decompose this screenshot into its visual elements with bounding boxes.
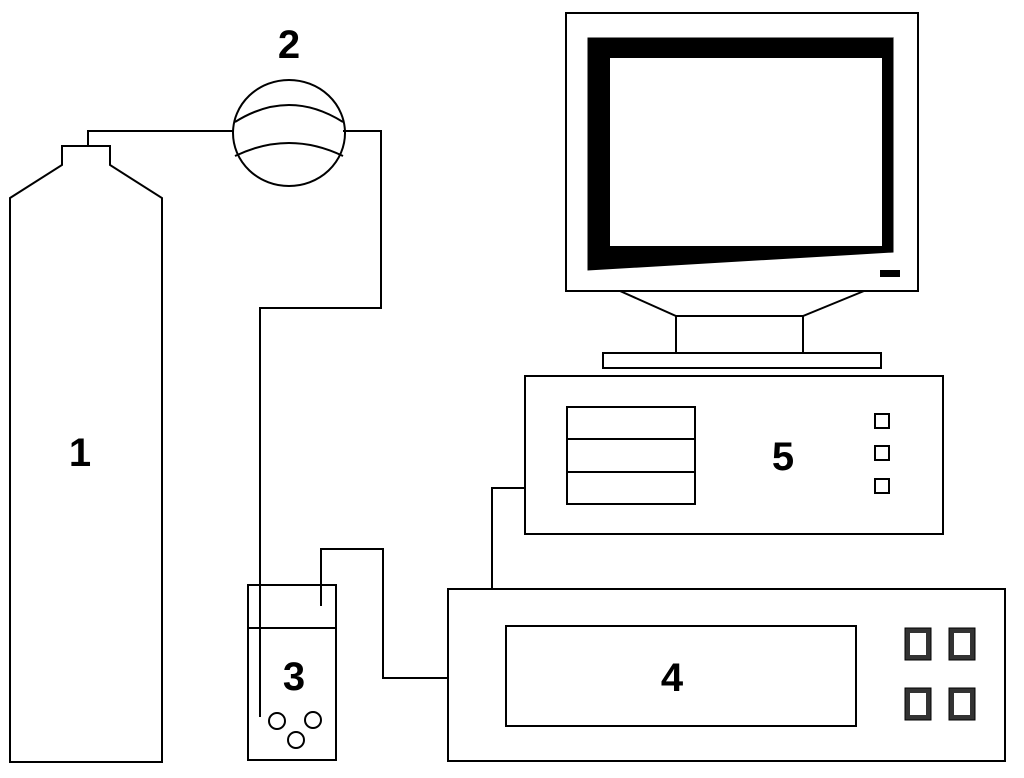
bubble xyxy=(304,711,322,729)
label-controller: 5 xyxy=(772,435,794,479)
label-cylinder: 1 xyxy=(69,431,91,475)
bubble xyxy=(287,731,305,749)
drive-bay xyxy=(566,471,696,505)
square-button-icon xyxy=(874,413,890,429)
flowmeter: 2 xyxy=(232,23,346,187)
controller-unit: 5 xyxy=(524,375,944,535)
computer-monitor xyxy=(565,12,919,369)
label-beaker: 3 xyxy=(283,655,305,699)
gas-tube-cylinder-to-flowmeter xyxy=(87,130,236,146)
label-flowmeter: 2 xyxy=(278,23,300,67)
beaker: 3 xyxy=(247,584,337,761)
monitor-neck xyxy=(619,290,865,317)
analyzer-unit: 4 xyxy=(447,588,1006,762)
analyzer-button xyxy=(904,687,932,721)
square-button-icon xyxy=(874,478,890,494)
analyzer-button xyxy=(948,627,976,661)
analyzer-display xyxy=(505,625,857,727)
analyzer-button xyxy=(904,627,932,661)
square-button-icon xyxy=(874,445,890,461)
probe-cable-beaker-to-analyzer xyxy=(320,548,448,679)
monitor-base xyxy=(602,352,882,369)
cable-analyzer-to-controller xyxy=(491,487,525,589)
label-analyzer: 4 xyxy=(661,656,684,700)
gas-tube-flowmeter-to-beaker xyxy=(259,130,382,717)
analyzer-button xyxy=(948,687,976,721)
power-led-icon xyxy=(880,270,900,277)
bubble xyxy=(268,712,286,730)
gas-cylinder: 1 xyxy=(9,145,163,763)
monitor-stand xyxy=(675,315,804,354)
